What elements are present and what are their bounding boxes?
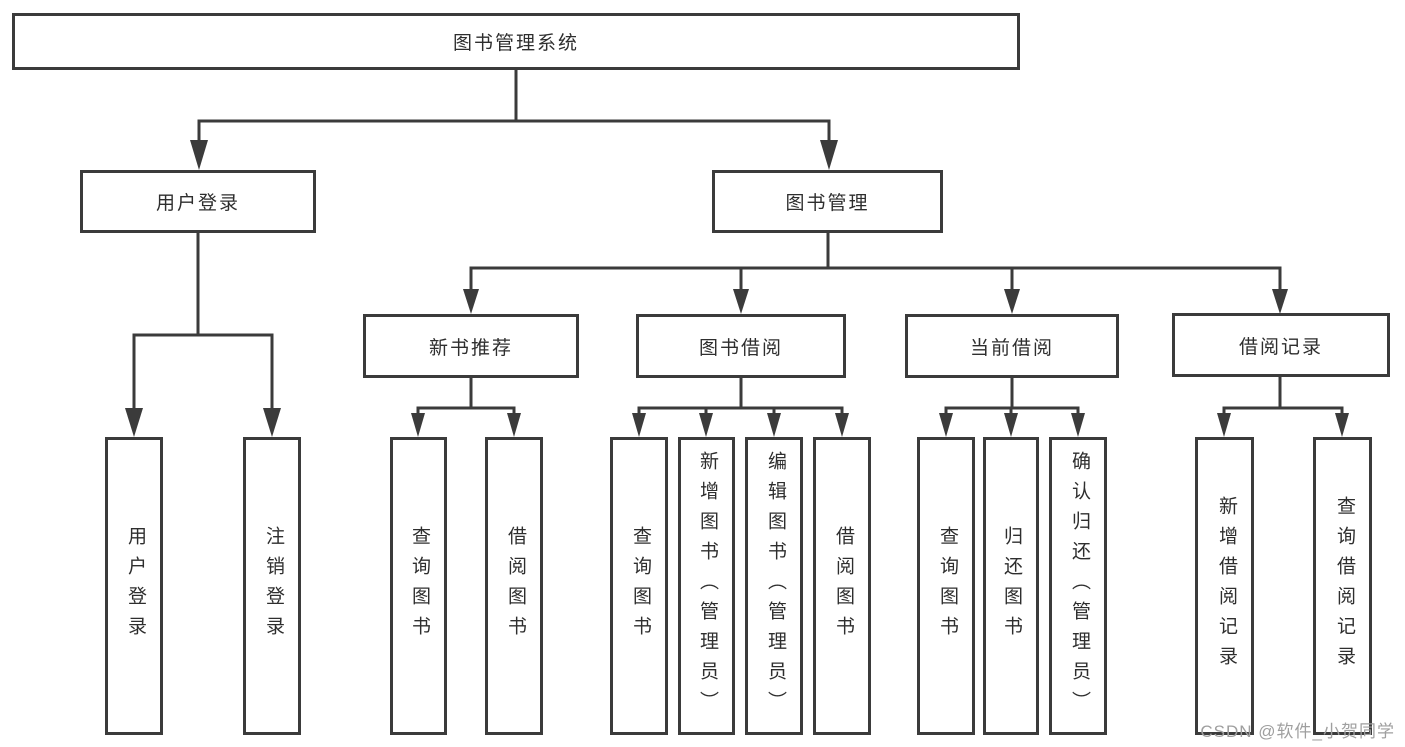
- leaf-borrow-books-recommend: 借阅图书: [485, 437, 543, 735]
- connector-book-borrowing-to-leaves: [632, 375, 849, 437]
- leaf-edit-book-admin: 编辑图书（管理员）: [745, 437, 803, 735]
- node-new-book-recommend: 新书推荐: [363, 314, 579, 378]
- node-book-borrowing: 图书借阅: [636, 314, 846, 378]
- node-borrowing-records: 借阅记录: [1172, 313, 1390, 377]
- leaf-logout: 注销登录: [243, 437, 301, 735]
- leaf-query-borrow-record: 查询借阅记录: [1313, 437, 1372, 735]
- arrowhead: [767, 413, 781, 437]
- node-book-management: 图书管理: [712, 170, 943, 233]
- arrowhead: [463, 289, 479, 314]
- arrowhead: [1004, 289, 1020, 314]
- leaf-return-book: 归还图书: [983, 437, 1039, 735]
- connector-root-to-level2: [190, 68, 838, 170]
- arrowhead: [939, 413, 953, 437]
- leaf-borrow-books-borrowing: 借阅图书: [813, 437, 871, 735]
- arrowhead: [1272, 289, 1288, 314]
- leaf-query-books-recommend: 查询图书: [390, 437, 447, 735]
- arrowhead: [1004, 413, 1018, 437]
- node-library-system: 图书管理系统: [12, 13, 1020, 70]
- arrowhead: [820, 140, 838, 170]
- leaf-query-books-current: 查询图书: [917, 437, 975, 735]
- connector-current-borrowing-to-leaves: [939, 375, 1085, 437]
- arrowhead: [263, 408, 281, 437]
- arrowhead: [507, 413, 521, 437]
- arrowhead: [733, 289, 749, 314]
- arrowhead: [411, 413, 425, 437]
- leaf-add-borrow-record: 新增借阅记录: [1195, 437, 1254, 735]
- leaf-confirm-return-admin: 确认归还（管理员）: [1049, 437, 1107, 735]
- node-current-borrowing: 当前借阅: [905, 314, 1119, 378]
- arrowhead: [125, 408, 143, 437]
- arrowhead: [1335, 413, 1349, 437]
- arrowhead: [699, 413, 713, 437]
- arrowhead: [1071, 413, 1085, 437]
- connector-user-login-to-leaves: [125, 231, 281, 437]
- connector-borrowing-records-to-leaves: [1217, 375, 1349, 437]
- leaf-user-login: 用户登录: [105, 437, 163, 735]
- node-user-login: 用户登录: [80, 170, 316, 233]
- arrowhead: [632, 413, 646, 437]
- csdn-watermark: CSDN @软件_小贺同学: [1200, 722, 1395, 741]
- arrowhead: [1217, 413, 1231, 437]
- arrowhead: [190, 140, 208, 170]
- leaf-query-books-borrowing: 查询图书: [610, 437, 668, 735]
- connector-new-book-recommend-to-leaves: [411, 375, 521, 437]
- arrowhead: [835, 413, 849, 437]
- connector-book-management-to-level3: [463, 231, 1288, 314]
- leaf-add-book-admin: 新增图书（管理员）: [678, 437, 735, 735]
